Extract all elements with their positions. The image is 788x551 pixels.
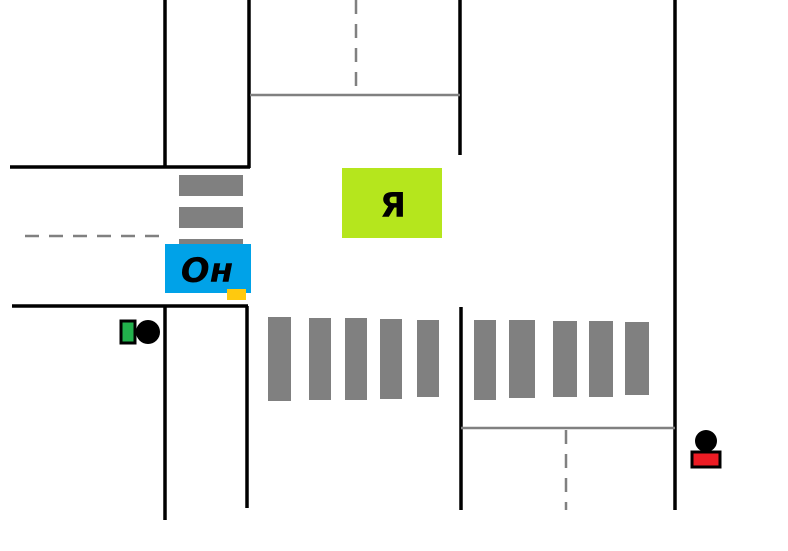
car-him-label: Он xyxy=(181,251,233,291)
car-him-box xyxy=(165,244,251,293)
turn-signal xyxy=(227,289,246,300)
crosswalk-stripe xyxy=(345,318,367,400)
crosswalk-stripe xyxy=(380,319,402,399)
car-me-box xyxy=(342,168,442,238)
traffic-light-green xyxy=(119,319,160,345)
car-me: Я xyxy=(342,168,442,238)
crosswalk-bottom xyxy=(268,317,649,401)
crosswalk-stripe xyxy=(268,317,291,401)
crosswalk-stripe xyxy=(179,207,243,228)
crosswalk-stripe xyxy=(417,320,439,397)
crosswalk-stripe xyxy=(509,320,535,398)
red-light-icon xyxy=(690,450,722,469)
crosswalk-stripe xyxy=(474,320,496,400)
crosswalk-stripe xyxy=(179,175,243,196)
signal-head-icon xyxy=(695,430,717,452)
traffic-light-red xyxy=(690,430,722,469)
green-light-icon xyxy=(119,319,137,345)
crosswalk-stripe xyxy=(179,239,243,247)
crosswalk-stripe xyxy=(625,322,649,395)
crosswalk-stripe xyxy=(309,318,331,400)
crosswalk-stripe xyxy=(589,321,613,397)
car-him: Он xyxy=(165,244,251,300)
lane-markings xyxy=(25,0,675,510)
crosswalk-left xyxy=(179,175,243,247)
crosswalk-stripe xyxy=(553,321,577,397)
signal-head-icon xyxy=(136,320,160,344)
car-me-label: Я xyxy=(380,186,406,226)
curbs xyxy=(10,0,677,520)
